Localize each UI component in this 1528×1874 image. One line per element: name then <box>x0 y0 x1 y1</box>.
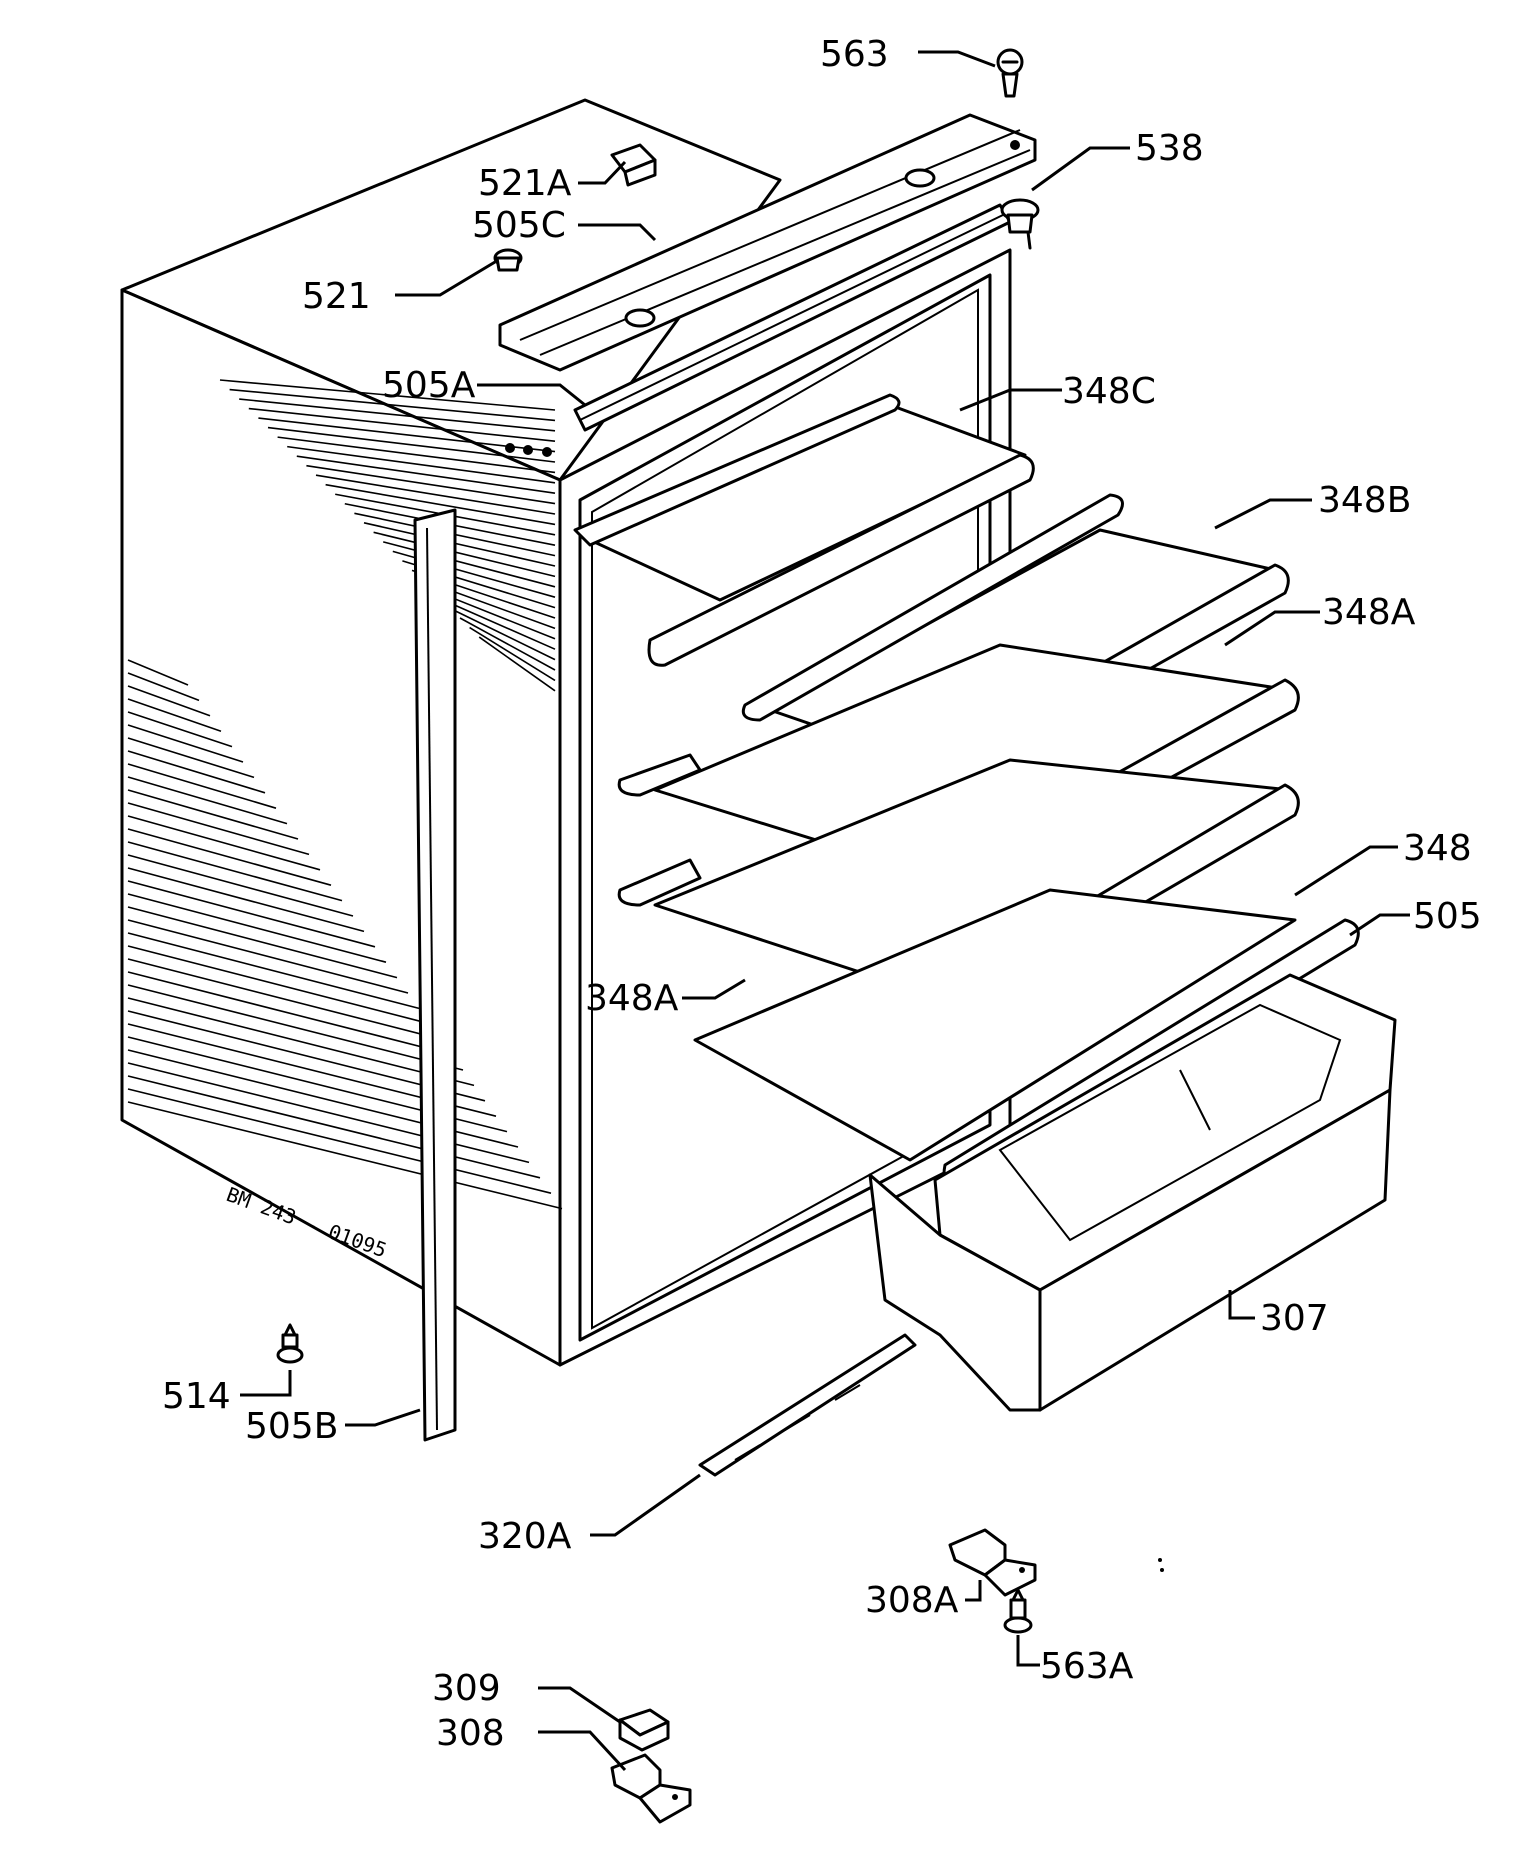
label-348A-left: 348A <box>585 978 679 1019</box>
label-538: 538 <box>1135 128 1204 169</box>
label-308: 308 <box>436 1713 505 1754</box>
rail-320A <box>698 1333 917 1477</box>
bracket-308A <box>948 1528 1037 1597</box>
screw-563 <box>996 48 1024 98</box>
label-307: 307 <box>1260 1298 1329 1339</box>
bracket-308 <box>610 1753 692 1824</box>
plug-521 <box>493 248 523 272</box>
cap-309 <box>618 1708 670 1752</box>
screw-563A <box>1003 1588 1033 1634</box>
label-521: 521 <box>302 276 371 317</box>
label-514: 514 <box>162 1376 231 1417</box>
hinge-bar-505C <box>498 113 1037 372</box>
label-309: 309 <box>432 1668 501 1709</box>
label-308A: 308A <box>865 1580 959 1621</box>
label-505A: 505A <box>382 365 476 406</box>
label-563: 563 <box>820 34 889 75</box>
door-seal-505B <box>413 508 457 1442</box>
label-348: 348 <box>1403 828 1472 869</box>
leader-lines <box>240 50 1410 1772</box>
side-panel-shading <box>127 379 563 1210</box>
hinge-pin-538 <box>1000 198 1040 250</box>
crisper-drawer-307 <box>868 973 1397 1412</box>
label-320A: 320A <box>478 1516 572 1557</box>
label-505B: 505B <box>245 1406 338 1447</box>
label-521A: 521A <box>478 163 572 204</box>
shelf-348C <box>573 393 1035 667</box>
label-505C: 505C <box>472 205 566 246</box>
label-348C: 348C <box>1062 371 1156 412</box>
glass-shelf-348 <box>693 888 1297 1162</box>
label-348B: 348B <box>1318 480 1411 521</box>
label-348A-right: 348A <box>1322 592 1416 633</box>
screw-514 <box>276 1323 304 1364</box>
label-563A: 563A <box>1040 1646 1134 1687</box>
label-505: 505 <box>1413 896 1482 937</box>
